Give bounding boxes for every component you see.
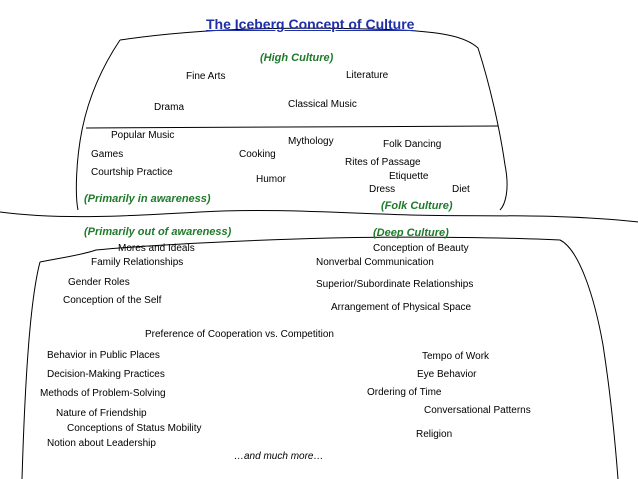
item-games: Games — [91, 149, 124, 160]
item-nonverbal-communication: Nonverbal Communication — [316, 257, 434, 268]
item-methods-of-problem-solving: Methods of Problem-Solving — [40, 388, 166, 399]
item-fine-arts: Fine Arts — [186, 71, 226, 82]
footer-and-much-more: …and much more… — [234, 451, 324, 462]
item-behavior-in-public-places: Behavior in Public Places — [47, 350, 160, 361]
section-deep-culture: (Deep Culture) — [373, 227, 449, 239]
item-ordering-of-time: Ordering of Time — [367, 387, 442, 398]
item-mythology: Mythology — [288, 136, 334, 147]
item-conversational-patterns: Conversational Patterns — [424, 405, 531, 416]
item-tempo-of-work: Tempo of Work — [422, 351, 490, 362]
item-diet: Diet — [452, 184, 470, 195]
item-literature: Literature — [346, 70, 389, 81]
section-primarily-in-awareness: (Primarily in awareness) — [84, 193, 211, 205]
item-religion: Religion — [416, 429, 453, 440]
item-gender-roles: Gender Roles — [68, 277, 130, 288]
item-decision-making-practices: Decision-Making Practices — [47, 369, 165, 380]
item-arrangement-of-physical-space: Arrangement of Physical Space — [331, 302, 472, 313]
item-conception-of-the-self: Conception of the Self — [63, 295, 162, 306]
section-primarily-out-of-awareness: (Primarily out of awareness) — [84, 226, 232, 238]
item-dress: Dress — [369, 184, 396, 195]
item-humor: Humor — [256, 174, 287, 185]
high-folk-divider — [85, 125, 499, 129]
item-conception-of-beauty: Conception of Beauty — [373, 243, 469, 254]
item-drama: Drama — [154, 102, 185, 113]
item-notion-about-leadership: Notion about Leadership — [47, 438, 156, 449]
item-etiquette: Etiquette — [389, 171, 429, 182]
item-mores-and-ideals: Mores and Ideals — [118, 243, 195, 254]
item-cooking: Cooking — [239, 149, 276, 160]
item-cooperation-vs-competition: Preference of Cooperation vs. Competitio… — [145, 329, 334, 340]
item-nature-of-friendship: Nature of Friendship — [56, 408, 147, 419]
item-eye-behavior: Eye Behavior — [417, 369, 477, 380]
item-popular-music: Popular Music — [111, 130, 175, 141]
section-high-culture: (High Culture) — [260, 52, 334, 64]
waterline — [0, 209, 638, 223]
iceberg-outline — [21, 27, 619, 479]
item-courtship-practice: Courtship Practice — [91, 167, 173, 178]
item-superior-subordinate-relationships: Superior/Subordinate Relationships — [316, 279, 474, 290]
item-rites-of-passage: Rites of Passage — [345, 157, 421, 168]
item-classical-music: Classical Music — [288, 99, 357, 110]
section-folk-culture: (Folk Culture) — [381, 200, 453, 212]
item-family-relationships: Family Relationships — [91, 257, 184, 268]
item-folk-dancing: Folk Dancing — [383, 139, 442, 150]
diagram-title: The Iceberg Concept of Culture — [206, 16, 415, 32]
item-conceptions-of-status-mobility: Conceptions of Status Mobility — [67, 423, 202, 434]
